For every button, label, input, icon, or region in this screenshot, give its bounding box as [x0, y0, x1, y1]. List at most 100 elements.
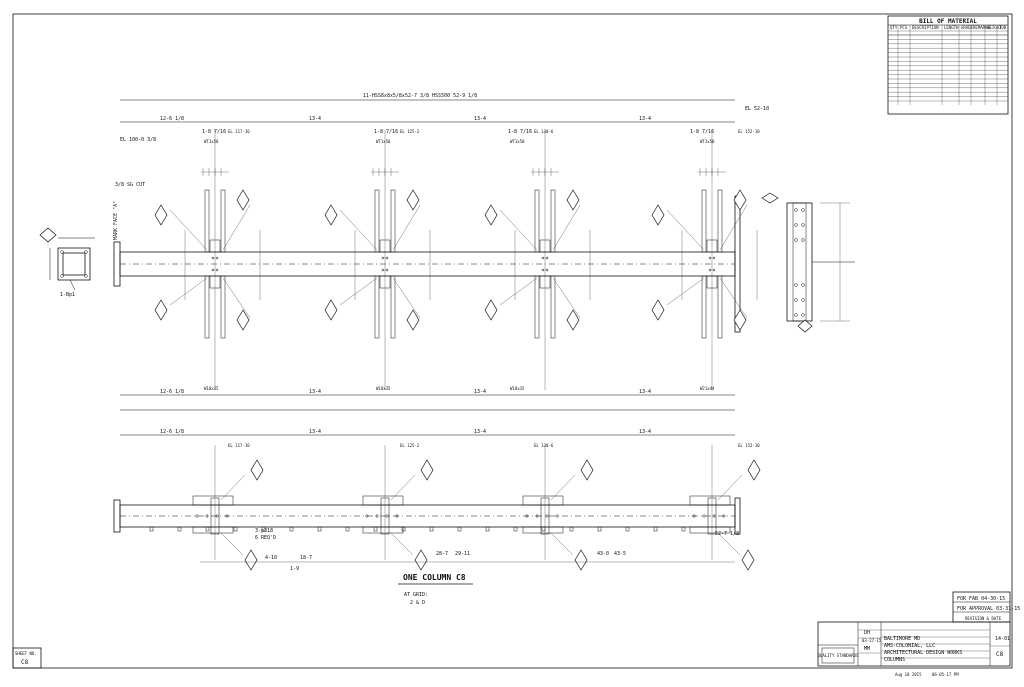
company-logo	[821, 647, 855, 664]
sheet-number-value: C8	[21, 659, 29, 666]
logo-text: QUALITY STANDARDS	[818, 653, 860, 658]
weld-symbol-tag	[244, 549, 258, 571]
plan-hole-mark	[625, 526, 630, 532]
plan-hole-mark	[205, 526, 210, 532]
column-elevation-view: 11-HSS8x8x5/8x52-7 3/8 HSS500 52-9 1/8 E…	[113, 93, 769, 396]
plan-hole-mark	[261, 526, 266, 532]
title-block: QUALITY STANDARDS BALTIMORE MD AMS-COLON…	[818, 621, 1011, 677]
sheet-description: COLUMNS	[884, 657, 905, 663]
sheet-number-label: SHEET NO.	[15, 651, 37, 656]
plan-grid-label-3: EL 130-6	[534, 443, 554, 448]
company-location: BALTIMORE MD	[884, 636, 920, 642]
mark-face-note: MARK FACE "A"	[113, 201, 119, 240]
weld-symbol-tag	[406, 309, 420, 331]
connection-label-3: 1-8 7/16	[508, 129, 532, 135]
connection-label-2: 1-8 7/16	[374, 129, 398, 135]
plan-hole-mark	[597, 526, 602, 532]
plan-hole-mark	[289, 526, 294, 532]
plan-hole-mark	[513, 526, 518, 532]
bom-header-row: QTY PCS DESCRIPTION LENGTH GRADE REMARKS…	[890, 25, 1007, 30]
base-plate	[113, 241, 121, 287]
span-dimension-4: 13-4	[639, 116, 651, 122]
plan-connection-1	[192, 445, 264, 571]
weld-symbol-tag	[484, 204, 498, 226]
plan-connection-3	[522, 445, 594, 571]
footer-time: 06-05-17 PM	[932, 672, 959, 677]
weld-symbol-tag	[651, 299, 665, 321]
weld-symbol-tag	[566, 189, 580, 211]
span-dimension-2: 13-4	[309, 116, 321, 122]
grid-elevation-label-2: EL 125-2	[400, 129, 420, 134]
plan-connection-4	[689, 445, 761, 571]
drawing-date: 03-27-15	[862, 638, 882, 643]
bom-col-pcs: PCS	[900, 25, 908, 30]
bill-of-material-table: BILL OF MATERIAL QTY PCS DESCRIPTION LEN…	[887, 15, 1009, 115]
plan-hole-mark	[373, 526, 378, 532]
member-label-2: WT1x50	[376, 139, 391, 144]
bottom-member-label-1: W18x35	[204, 386, 219, 391]
beam-connection-4	[651, 130, 758, 390]
member-label-4: WT1x50	[700, 139, 715, 144]
plan-dim-8: 52-7 1/8	[715, 531, 739, 537]
drawing-title: ONE COLUMN C8	[403, 573, 466, 582]
bolt-hole	[801, 283, 805, 287]
project-name: ARCHITECTURAL DESIGN WORKS	[884, 650, 962, 656]
span-dimension-1: 12-6 1/8	[160, 116, 184, 122]
weld-symbol-tag	[324, 299, 338, 321]
beam-connection-3	[484, 130, 591, 390]
bolt-hole	[801, 223, 805, 227]
plan-bolt-note: 3-p318	[255, 528, 273, 534]
bottom-span-dimension-1: 12-6 1/8	[160, 389, 184, 395]
weld-symbol-tag	[154, 204, 168, 226]
weld-symbol-tag	[484, 299, 498, 321]
grid-note-label: AT GRID:	[404, 592, 428, 598]
weld-symbol-tag	[420, 459, 434, 481]
revision-1: FOR FAB 04-30-15	[957, 596, 1005, 602]
bom-col-grade: GRADE	[961, 25, 974, 30]
bottom-member-label-2: W18x35	[376, 386, 391, 391]
plan-hole-mark	[457, 526, 462, 532]
plan-span-dimension-4: 13-4	[639, 429, 651, 435]
plan-bolt-note-qty: 6 REQ'D	[255, 535, 276, 541]
bolt-hole	[794, 208, 798, 212]
bolt-hole	[801, 238, 805, 242]
weld-symbol-tag	[741, 549, 755, 571]
cap-detail-view	[761, 192, 855, 333]
start-elevation-label: EL 100-0 3/8	[120, 137, 156, 143]
plan-span-dimension-1: 12-6 1/8	[160, 429, 184, 435]
footer-date: Aug 10 2015	[895, 672, 922, 677]
bolt-hole	[794, 298, 798, 302]
plan-dim-3: 1-9	[290, 566, 299, 572]
section-tag	[39, 227, 57, 243]
column-section-view: 1-Bp1	[39, 227, 95, 298]
weld-symbol-tag	[580, 459, 594, 481]
bom-col-length: LENGTH	[944, 25, 959, 30]
weld-symbol-tag	[250, 459, 264, 481]
bom-col-weight: WEIGHT	[987, 25, 1002, 30]
plan-hole-mark	[681, 526, 686, 532]
revision-header: REVISION & DATE	[965, 616, 1002, 621]
end-elevation-label: EL 52-10	[745, 106, 769, 112]
bolt-hole	[801, 298, 805, 302]
plan-hole-mark	[541, 526, 546, 532]
sheet-number-box: SHEET NO. C8	[12, 647, 42, 669]
overall-length-dimension: 11-HSS8x8x5/8x52-7 3/8 HSS500 52-9 1/8	[363, 93, 477, 99]
plan-span-dimension-3: 13-4	[474, 429, 486, 435]
beam-connection-1	[154, 130, 261, 390]
bom-col-remarks: REMARKS	[973, 25, 990, 30]
bolt-hole	[794, 283, 798, 287]
bottom-span-dimension-2: 13-4	[309, 389, 321, 395]
plan-dim-5: 29-11	[455, 551, 470, 557]
weld-symbol-tag	[651, 204, 665, 226]
client-name: AMS-COLONIAL, LLC	[884, 643, 935, 649]
bom-col-qty: QTY	[890, 25, 898, 30]
bolt-hole	[794, 238, 798, 242]
plan-grid-label-4: EL 152-10	[738, 443, 760, 448]
grid-elevation-label-3: EL 130-6	[534, 129, 554, 134]
plan-hole-mark	[485, 526, 490, 532]
bottom-span-dimension-4: 13-4	[639, 389, 651, 395]
checked-by: MM	[864, 646, 870, 652]
bolt-hole	[801, 313, 805, 317]
weld-symbol-tag	[733, 189, 747, 211]
